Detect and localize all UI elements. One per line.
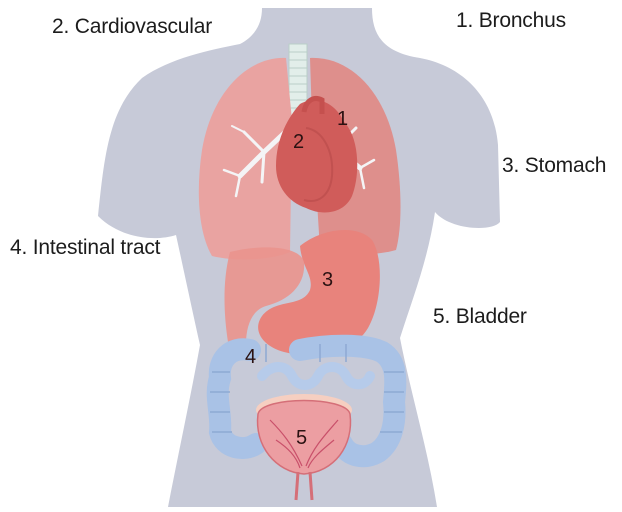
marker-4: 4 <box>245 346 256 369</box>
label-stomach: 3. Stomach <box>502 154 606 178</box>
label-bladder: 5. Bladder <box>433 305 527 329</box>
marker-1: 1 <box>337 108 348 131</box>
label-cardiovascular: 2. Cardiovascular <box>52 15 212 39</box>
label-intestinal-tract: 4. Intestinal tract <box>10 236 160 260</box>
marker-2: 2 <box>293 131 304 154</box>
marker-3: 3 <box>322 269 333 292</box>
label-bronchus: 1. Bronchus <box>456 9 566 33</box>
marker-5: 5 <box>296 427 307 450</box>
